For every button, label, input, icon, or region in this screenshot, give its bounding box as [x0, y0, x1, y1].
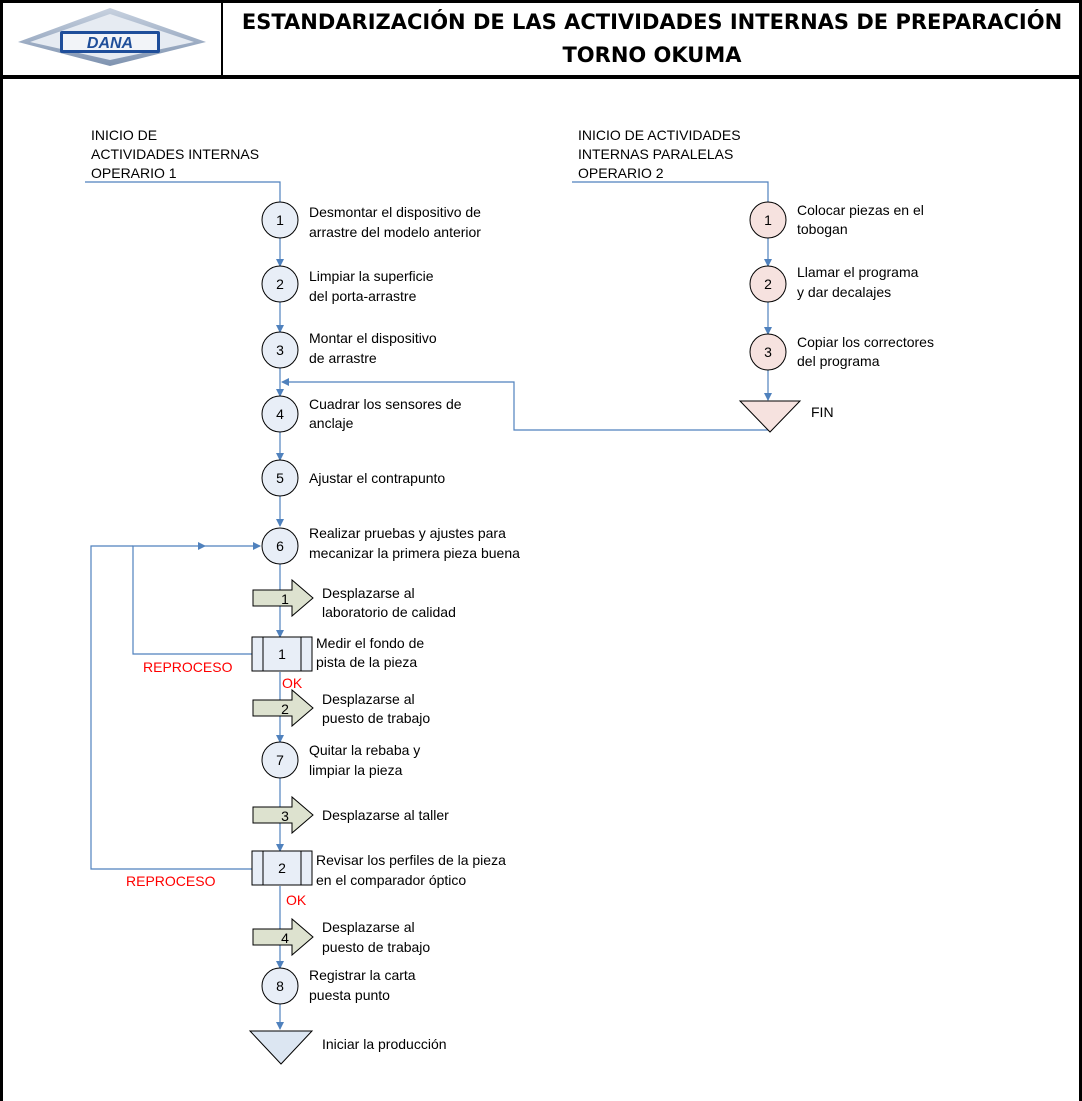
op1-start-label: INICIO DE ACTIVIDADES INTERNAS OPERARIO …: [91, 127, 263, 181]
op1-step-text: Ajustar el contrapunto: [309, 470, 445, 486]
op1-transport-3: 3 Desplazarse al taller: [252, 795, 449, 835]
op1-operation-5: 5 Ajustar el contrapunto: [261, 459, 445, 497]
op1-step-text: mecanizar la primera pieza buena: [309, 545, 520, 561]
op1-operation-3: 3 Montar el dispositivo de arrastre: [261, 330, 437, 369]
op1-step-number: 6: [276, 538, 284, 554]
op2-start-line: INICIO DE ACTIVIDADES: [578, 127, 741, 143]
op1-step-text: arrastre del modelo anterior: [309, 224, 481, 240]
op1-operation-7: 7 Quitar la rebaba y limpiar la pieza: [261, 741, 420, 779]
rework-loop-1: [132, 542, 252, 655]
op1-start-line: INICIO DE: [91, 127, 157, 143]
op1-end-triangle: Iniciar la producción: [248, 1030, 447, 1065]
logo-text: DANA: [87, 35, 133, 52]
op1-step-text: Registrar la carta: [309, 967, 416, 983]
op1-step-text: Quitar la rebaba y: [309, 742, 420, 758]
op2-start-line: OPERARIO 2: [578, 165, 664, 181]
op1-step-text: del porta-arrastre: [309, 288, 417, 304]
op1-step-text: anclaje: [309, 415, 354, 431]
rework-label-2: REPROCESO: [126, 873, 216, 889]
op1-transport-1: 1 Desplazarse al laboratorio de calidad: [252, 578, 456, 620]
op1-step-text: Desmontar el dispositivo de: [309, 204, 481, 220]
op2-operation-2: 2 Llamar el programa y dar decalajes: [749, 264, 919, 303]
op1-step-number: 3: [281, 808, 289, 824]
op2-end-label: FIN: [811, 404, 834, 420]
op2-step-number: 3: [764, 344, 772, 360]
logo-cell: DANA: [0, 0, 222, 78]
op2-start-line-connector: [572, 181, 769, 202]
rework-label-1: REPROCESO: [143, 659, 233, 675]
op1-step-number: 4: [276, 406, 284, 422]
op1-step-text: Desplazarse al: [322, 585, 415, 601]
op1-step-number: 8: [276, 978, 284, 994]
op1-step-text: Desplazarse al: [322, 691, 415, 707]
dana-logo: DANA: [18, 8, 206, 66]
op2-step-text: Llamar el programa: [797, 264, 919, 280]
page-title: ESTANDARIZACIÓN DE LAS ACTIVIDADES INTER…: [241, 10, 1063, 34]
op1-step-text: Revisar los perfiles de la pieza: [316, 852, 506, 868]
op1-step-text: puesto de trabajo: [322, 939, 430, 955]
op2-step-text: Colocar piezas en el: [797, 202, 924, 218]
op2-start-label: INICIO DE ACTIVIDADES INTERNAS PARALELAS…: [578, 127, 744, 181]
rework-loop-2: [90, 545, 252, 870]
op1-inspection-1: 1 Medir el fondo de pista de la pieza: [251, 635, 424, 672]
op1-step-text: Desplazarse al taller: [322, 807, 449, 823]
op2-step-text: tobogan: [797, 221, 848, 237]
op1-step-number: 2: [281, 701, 289, 717]
op1-step-number: 1: [276, 212, 284, 228]
op1-step-text: Realizar pruebas y ajustes para: [309, 525, 506, 541]
op1-step-number: 3: [276, 342, 284, 358]
op1-step-number: 2: [276, 276, 284, 292]
op1-step-number: 1: [278, 646, 286, 662]
op1-operation-8: 8 Registrar la carta puesta punto: [261, 967, 416, 1005]
op2-step-text: del programa: [797, 353, 880, 369]
op1-step-text: Desplazarse al: [322, 919, 415, 935]
op1-step-text: de arrastre: [309, 350, 377, 366]
ok-label-1: OK: [282, 675, 303, 691]
op1-start-line: ACTIVIDADES INTERNAS: [91, 146, 259, 162]
op1-step-number: 5: [276, 470, 284, 486]
op2-step-text: Copiar los correctores: [797, 334, 934, 350]
op1-step-text: Cuadrar los sensores de: [309, 396, 462, 412]
op1-start-line: OPERARIO 1: [91, 165, 177, 181]
op2-operation-3: 3 Copiar los correctores del programa: [749, 333, 934, 371]
op2-step-number: 2: [764, 276, 772, 292]
op1-step-number: 4: [281, 930, 289, 946]
op1-step-text: en el comparador óptico: [316, 872, 466, 888]
connectors: [85, 181, 772, 1030]
title-cell: ESTANDARIZACIÓN DE LAS ACTIVIDADES INTER…: [222, 0, 1082, 78]
op1-step-number: 7: [276, 752, 284, 768]
op1-end-label: Iniciar la producción: [322, 1036, 447, 1052]
op1-transport-2: 2 Desplazarse al puesto de trabajo: [252, 688, 430, 728]
op2-step-text: y dar decalajes: [797, 284, 891, 300]
op1-step-text: Limpiar la superficie: [309, 268, 434, 284]
sync-connector: [281, 378, 768, 431]
op1-step-text: puesta punto: [309, 987, 390, 1003]
op1-step-text: pista de la pieza: [316, 654, 417, 670]
op2-step-number: 1: [764, 212, 772, 228]
op1-step-text: limpiar la pieza: [309, 762, 403, 778]
op1-step-number: 1: [281, 591, 289, 607]
ok-label-2: OK: [286, 892, 307, 908]
page-subtitle: TORNO OKUMA: [562, 43, 742, 67]
op1-step-text: Medir el fondo de: [316, 635, 424, 651]
op1-step-text: puesto de trabajo: [322, 710, 430, 726]
op1-operation-2: 2 Limpiar la superficie del porta-arrast…: [261, 265, 434, 304]
op1-step-number: 2: [278, 860, 286, 876]
op2-end-triangle: FIN: [738, 400, 834, 433]
op1-operation-6: 6 Realizar pruebas y ajustes para mecani…: [261, 525, 520, 565]
op2-start-line: INTERNAS PARALELAS: [578, 146, 733, 162]
op1-operation-1: 1 Desmontar el dispositivo de arrastre d…: [261, 201, 481, 240]
op1-inspection-2: 2 Revisar los perfiles de la pieza en el…: [251, 850, 506, 888]
op1-step-text: Montar el dispositivo: [309, 330, 437, 346]
op1-step-text: laboratorio de calidad: [322, 604, 456, 620]
op2-operation-1: 1 Colocar piezas en el tobogan: [749, 201, 924, 239]
op1-transport-4: 4 Desplazarse al puesto de trabajo: [252, 917, 430, 957]
op1-start-line-connector: [85, 181, 281, 202]
op1-operation-4: 4 Cuadrar los sensores de anclaje: [261, 395, 462, 433]
